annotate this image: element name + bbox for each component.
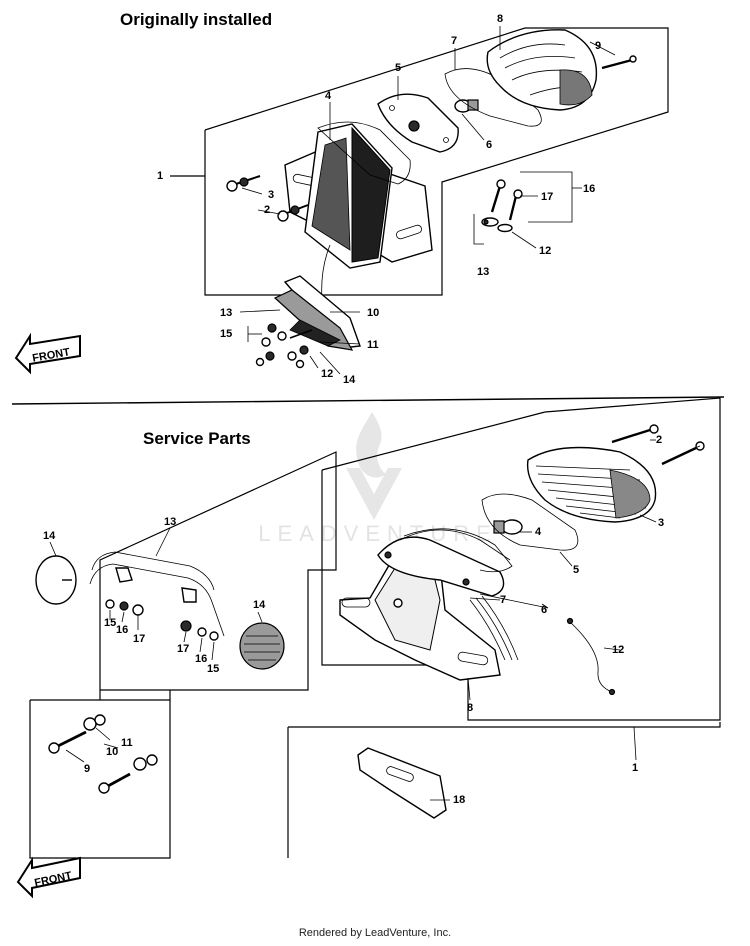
section-divider (11, 396, 725, 405)
callout-bottom-3: 3 (658, 517, 665, 529)
callout-top-2: 2 (264, 204, 271, 216)
front-arrow-bottom: FRONT (16, 856, 81, 899)
callout-bottom-5: 5 (573, 564, 580, 576)
callout-top-5: 5 (395, 62, 402, 74)
wire-12 (569, 621, 613, 693)
reflector-hardware (105, 599, 219, 641)
callout-bottom-17-right: 17 (177, 643, 190, 655)
callout-bottom-15-left: 15 (104, 617, 117, 629)
gasket-4 (317, 121, 411, 185)
callout-bottom-15-right: 15 (207, 663, 220, 675)
callout-bottom-12: 12 (612, 644, 625, 656)
bracket-washers-10-11 (83, 714, 158, 771)
callout-bottom-4: 4 (535, 526, 542, 538)
callout-top-7: 7 (451, 35, 458, 47)
section-title-original: Originally installed (120, 10, 273, 29)
original-assembly: FRONT (14, 26, 669, 375)
callout-bottom-2: 2 (656, 434, 663, 446)
callout-bottom-13: 13 (164, 516, 177, 528)
callout-bottom-7: 7 (500, 594, 507, 606)
callout-top-3: 3 (268, 189, 275, 201)
callout-top-16: 16 (583, 183, 596, 195)
callout-top-13-left: 13 (220, 307, 233, 319)
mount-nuts-3 (239, 177, 300, 215)
assembly-1-outline (204, 27, 669, 296)
top-leader-lines (239, 26, 616, 375)
bracket-bolts-9 (48, 730, 131, 794)
reflector-14-right (239, 622, 285, 670)
leadventure-watermark: LEADVENTURE (258, 412, 498, 546)
callout-top-10: 10 (367, 307, 380, 319)
callout-top-14: 14 (343, 374, 356, 386)
service-assembly-outline (321, 397, 721, 721)
lens-screw-9 (601, 58, 633, 70)
bracket-kit-outline (99, 451, 337, 691)
plate-light-hardware (255, 323, 313, 369)
reflector-14-left (35, 555, 77, 605)
callout-top-1: 1 (157, 170, 164, 182)
callout-bottom-14-left: 14 (43, 530, 56, 542)
callout-bottom-11: 11 (121, 737, 133, 749)
callout-bottom-6: 6 (541, 604, 548, 616)
callout-top-17: 17 (541, 191, 554, 203)
callout-top-6: 6 (486, 139, 493, 151)
callout-bottom-9: 9 (84, 763, 91, 775)
lens-gasket-5 (481, 493, 579, 551)
callout-bottom-1: 1 (632, 762, 639, 774)
callout-top-12-left: 12 (321, 368, 334, 380)
section-title-service: Service Parts (143, 429, 251, 448)
callout-top-12-right: 12 (539, 245, 552, 257)
callout-bottom-16-left: 16 (116, 624, 129, 636)
callout-bottom-10: 10 (106, 746, 119, 758)
gasket-plate-7 (377, 536, 505, 597)
plate-18 (357, 747, 447, 819)
side-bolt-assembly-16 (481, 179, 523, 233)
callout-bottom-18: 18 (453, 794, 466, 806)
callout-top-8: 8 (497, 13, 504, 25)
callout-top-15: 15 (220, 328, 233, 340)
callout-top-4: 4 (325, 90, 332, 102)
callout-top-13-right: 13 (477, 266, 490, 278)
bottom-leader-lines (49, 439, 701, 801)
callout-bottom-16-right: 16 (195, 653, 208, 665)
lens-screws-2 (611, 424, 705, 466)
front-arrow-top: FRONT (14, 332, 81, 375)
callout-top-9: 9 (595, 40, 602, 52)
service-parts: FRONT (16, 397, 721, 899)
callout-bottom-8: 8 (467, 702, 474, 714)
callout-bottom-14-right: 14 (253, 599, 266, 611)
lens-gasket-7 (444, 68, 542, 127)
reflector-bar-13 (91, 551, 215, 591)
watermark-text: LEADVENTURE (258, 521, 498, 546)
footer-credit: Rendered by LeadVenture, Inc. (298, 927, 452, 939)
callout-bottom-17-left: 17 (133, 633, 146, 645)
callout-top-11: 11 (367, 339, 379, 351)
